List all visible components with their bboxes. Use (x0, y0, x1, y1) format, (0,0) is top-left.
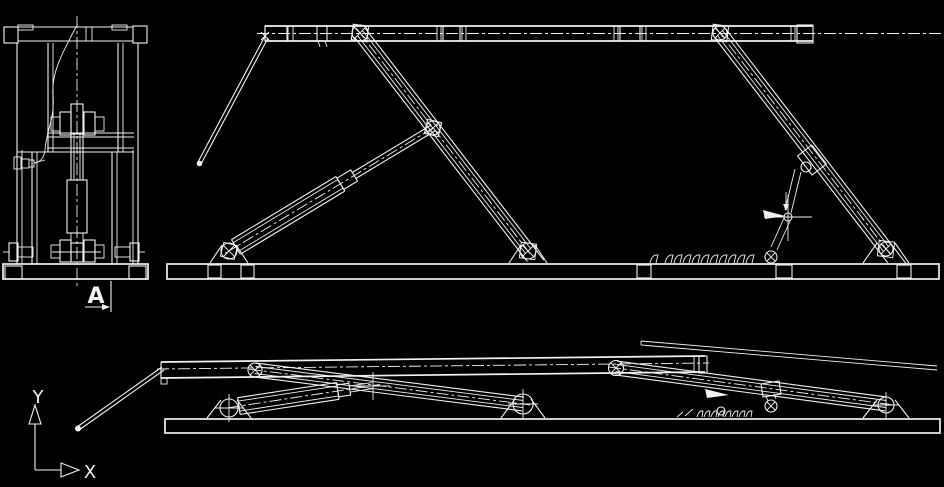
end-view-base-plate (2, 263, 149, 280)
cylinder-base-mount (209, 241, 249, 264)
section-letter: A (87, 284, 104, 309)
hydraulic-cylinder-lowered (227, 381, 381, 416)
pawl-pivot (764, 250, 778, 264)
latch-lowered (676, 380, 782, 418)
break-line (34, 26, 77, 164)
down-arrow-icon (783, 204, 789, 211)
hydraulic-cylinder-end-view (50, 103, 105, 263)
top-bar-right-cap (132, 25, 148, 44)
left-arm (354, 27, 545, 262)
latch-arrow-icon (705, 389, 729, 398)
ucs-x-label: X (84, 462, 96, 483)
section-label-a: A (85, 281, 112, 312)
latch-linkage (763, 144, 828, 264)
platform-pivot-left (350, 23, 370, 43)
release-lever (196, 31, 270, 167)
arm-base-mount (508, 241, 548, 264)
cylinder-base-mount-lowered (206, 394, 252, 422)
hydraulic-cylinder (224, 124, 439, 255)
ucs-y-label: Y (32, 387, 45, 408)
right-arm-base-mount (862, 239, 910, 264)
ratchet-rack-lowered (696, 410, 753, 418)
platform-lowered (156, 355, 710, 385)
right-arm-base-mount-lowered (862, 392, 910, 419)
knee-joint (423, 118, 443, 138)
release-lever-lowered (75, 366, 165, 432)
top-bar-left-cap (3, 26, 19, 44)
latch-release-rod (640, 340, 938, 371)
base-plate (166, 263, 940, 280)
lowered-view (75, 340, 941, 434)
arm-base-mount-lowered (500, 389, 546, 419)
base-bolts (3, 242, 145, 262)
right-arm (713, 27, 907, 265)
hydraulic-fitting (13, 156, 46, 170)
right-arm-lowered (608, 360, 894, 412)
platform-pivot-right (710, 23, 730, 43)
ucs-icon: Y X (28, 387, 96, 483)
leader-arrow-icon (763, 210, 785, 219)
end-view (2, 16, 149, 288)
base-plate-lowered (164, 418, 941, 434)
left-arm-lowered (248, 362, 531, 412)
ratchet-rack (649, 254, 755, 264)
section-arrow-icon (102, 304, 110, 310)
elevated-view (166, 23, 941, 280)
x-axis-arrow-icon (60, 462, 81, 478)
